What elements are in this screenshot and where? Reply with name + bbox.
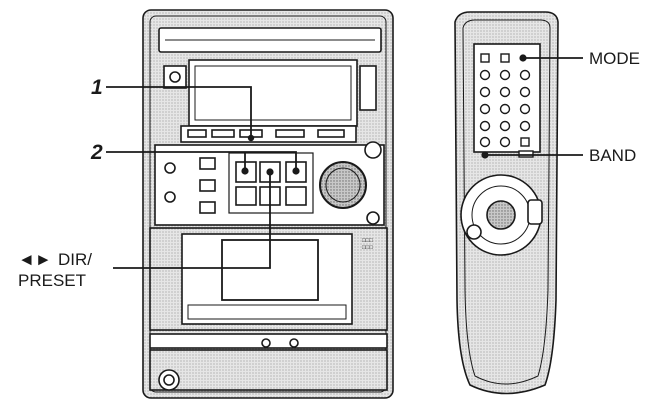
label-dir-arrows: ◄► [18,250,52,269]
stereo-unit: □□□ □□□ [142,9,394,399]
label-dir: DIR/ [58,250,92,269]
remote-button-r1-c1[interactable] [480,53,490,63]
left-button-3[interactable] [199,201,216,214]
svg-text:□□□: □□□ [362,238,373,244]
grid-button-6[interactable] [285,186,307,206]
remote-button-r1-c2[interactable] [500,53,510,63]
remote-button-r4-c2[interactable] [499,103,511,115]
label-step-2: 2 [90,141,103,164]
left-button-2[interactable] [199,179,216,192]
strip-button-4[interactable] [275,129,305,138]
remote-button-r6-c2[interactable] [499,136,511,148]
power-button[interactable] [364,141,382,159]
strip-button-2[interactable] [211,129,235,138]
strip-button-5[interactable] [317,129,345,138]
label-step-1: 1 [91,76,103,99]
remote-button-r3-c3[interactable] [519,86,531,98]
callout-line-dir [113,172,271,269]
bottom-tray [149,333,388,349]
remote-button-r5-c2[interactable] [499,120,511,132]
cassette-window [221,239,319,301]
label-mode: MODE [589,49,640,68]
remote-button-r4-c1[interactable] [479,103,491,115]
callout-lines [106,57,583,269]
svg-text:□□□: □□□ [362,245,373,251]
remote-button-r5-c3[interactable] [519,120,531,132]
remote-buttons [479,53,534,158]
remote-button-r3-c1[interactable] [479,86,491,98]
dpad-side-button[interactable] [527,199,543,225]
remote-button-r6-c3[interactable] [520,137,530,147]
remote-button-r6-c1[interactable] [479,136,491,148]
volume-knob[interactable] [319,161,367,209]
headphone-jack[interactable] [158,369,180,391]
remote-button-r4-c3[interactable] [519,103,531,115]
label-preset: PRESET [18,271,86,290]
grid-button-4[interactable] [235,186,257,206]
remote-dpad [460,174,543,256]
left-button-1[interactable] [199,157,216,170]
remote-button-r2-c1[interactable] [479,69,491,81]
remote-button-r2-c3[interactable] [519,69,531,81]
dpad-center-button[interactable] [486,200,516,230]
label-band: BAND [589,146,636,165]
remote-band-key[interactable] [518,150,534,158]
callout-line-1 [106,86,252,138]
strip-button-1[interactable] [187,129,207,138]
display-window [188,59,358,127]
remote-button-r3-c2[interactable] [499,86,511,98]
remote-round-button[interactable] [466,224,482,240]
callout-line-2 [106,151,297,169]
remote-button-r2-c2[interactable] [499,69,511,81]
remote-button-r5-c1[interactable] [479,120,491,132]
callout-dots [241,54,527,176]
